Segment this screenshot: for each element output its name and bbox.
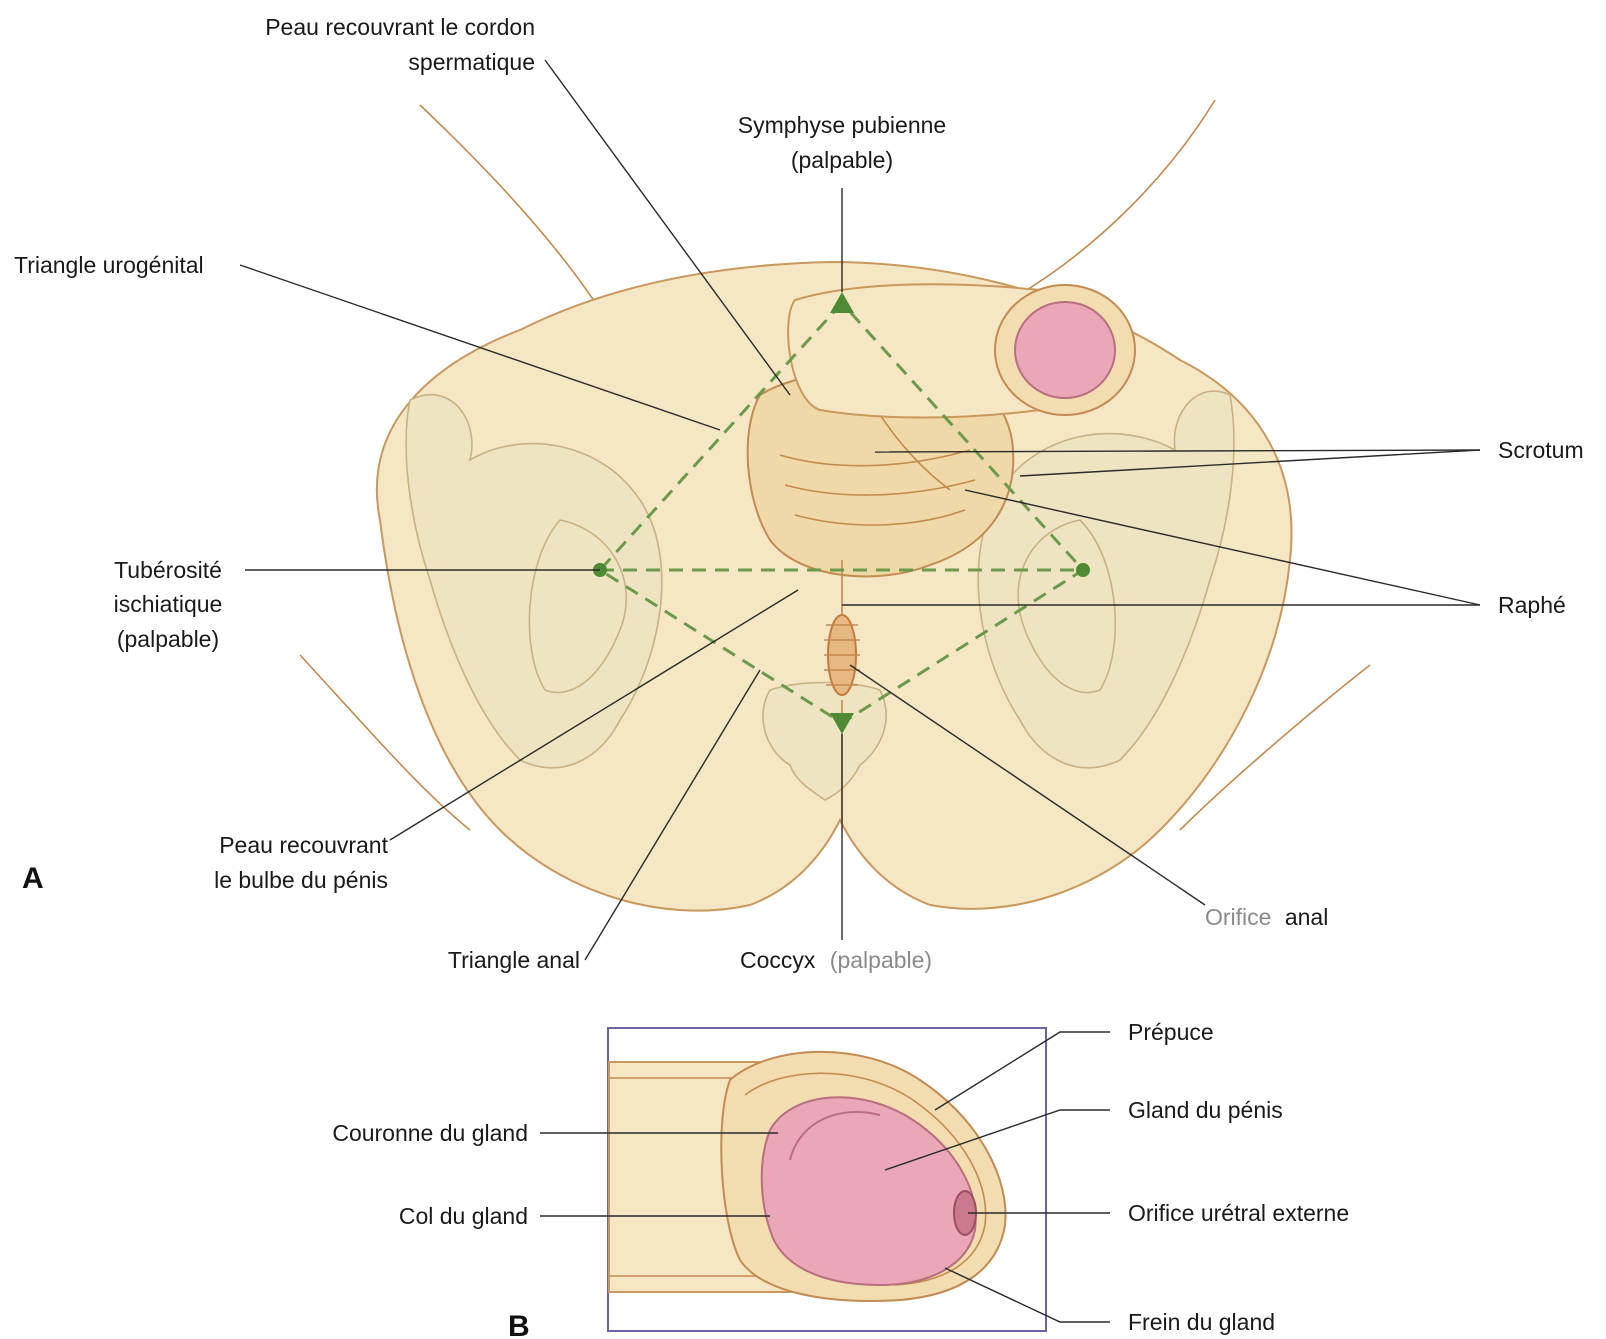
label-tuberosite-2: ischiatique: [114, 591, 223, 617]
thigh-right-outline: [1010, 100, 1215, 300]
label-orifice-anal: Orifice anal: [1205, 904, 1328, 930]
label-triangle-anal: Triangle anal: [448, 947, 580, 973]
label-orifice-anal-part1: Orifice: [1205, 904, 1271, 930]
label-coccyx-note: (palpable): [830, 947, 932, 973]
label-symphyse-2: (palpable): [791, 147, 893, 173]
label-symphyse-1: Symphyse pubienne: [738, 112, 946, 138]
label-tuberosite-1: Tubérosité: [114, 557, 222, 583]
label-orifice-anal-part2: anal: [1285, 904, 1328, 930]
label-triangle-urogenital: Triangle urogénital: [14, 252, 204, 278]
panel-b: [608, 1028, 1046, 1331]
label-peau-cordon-2: spermatique: [408, 49, 535, 75]
label-coccyx: Coccyx (palpable): [740, 947, 932, 973]
label-gland: Gland du pénis: [1128, 1097, 1283, 1123]
label-frein: Frein du gland: [1128, 1309, 1275, 1335]
label-peau-cordon-1: Peau recouvrant le cordon: [265, 14, 535, 40]
glans-a: [1015, 302, 1115, 398]
label-col: Col du gland: [399, 1203, 528, 1229]
label-orifice-uretral: Orifice urétral externe: [1128, 1200, 1349, 1226]
label-scrotum: Scrotum: [1498, 437, 1584, 463]
panel-label-a: A: [22, 862, 44, 895]
label-coccyx-name: Coccyx: [740, 947, 816, 973]
panel-a-illustration: [300, 100, 1370, 911]
label-prepuce: Prépuce: [1128, 1019, 1214, 1045]
label-tuberosite-3: (palpable): [117, 626, 219, 652]
label-peau-bulbe-1: Peau recouvrant: [219, 832, 388, 858]
panel-label-b: B: [508, 1310, 530, 1339]
label-peau-bulbe-2: le bulbe du pénis: [214, 867, 388, 893]
label-couronne: Couronne du gland: [332, 1120, 528, 1146]
ischial-marker-right: [1076, 563, 1090, 577]
label-raphe: Raphé: [1498, 592, 1566, 618]
